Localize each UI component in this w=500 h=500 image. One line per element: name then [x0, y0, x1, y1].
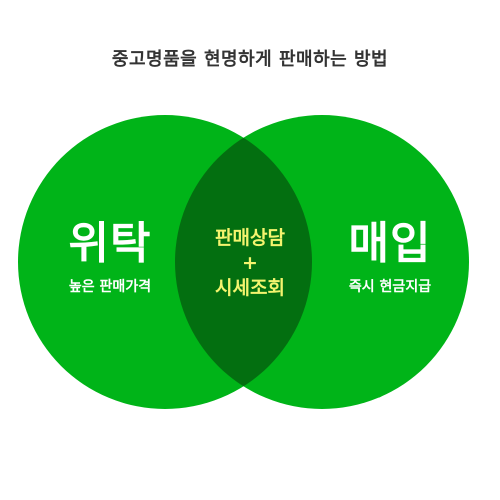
overlap-label: 판매상담 + 시세조회	[180, 226, 320, 301]
overlap-region	[175, 115, 312, 409]
purchase-title: 매입	[348, 218, 432, 269]
overlap-plus: +	[242, 252, 258, 274]
consignment-title: 위탁	[68, 218, 152, 269]
consignment-label: 위탁 높은 판매가격	[35, 222, 185, 296]
consignment-subtitle: 높은 판매가격	[68, 279, 152, 295]
purchase-label: 매입 즉시 현금지급	[315, 222, 465, 296]
page-title: 중고명품을 현명하게 판매하는 방법	[111, 49, 389, 70]
purchase-subtitle: 즉시 현금지급	[348, 279, 432, 295]
overlap-line-2: 시세조회	[215, 277, 285, 299]
overlap-line-1: 판매상담	[215, 227, 285, 249]
